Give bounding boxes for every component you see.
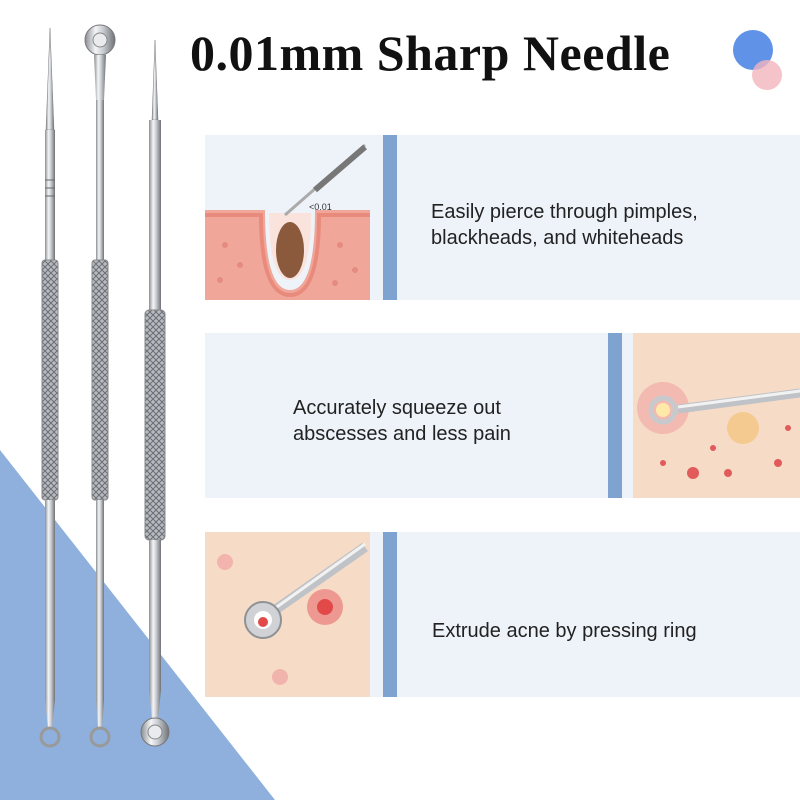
feature-panel-squeeze: Accurately squeeze out abscesses and les… xyxy=(205,333,800,498)
feature-caption-extrude: Extrude acne by pressing ring xyxy=(432,620,697,642)
accent-bar xyxy=(608,333,622,498)
tool-needle xyxy=(39,27,61,748)
decor-dot-pink xyxy=(752,60,782,90)
accent-bar xyxy=(383,532,397,697)
page-title: 0.01mm Sharp Needle xyxy=(190,25,671,81)
tool-loop xyxy=(84,24,116,748)
tip-size-label: <0.01 xyxy=(309,202,332,212)
extractor-tools-image xyxy=(39,24,170,748)
tool-ring xyxy=(140,39,170,747)
ring-tool-skin-illustration xyxy=(205,532,370,697)
skin-cross-section-illustration: <0.01 xyxy=(205,135,370,300)
feature-caption-squeeze: Accurately squeeze out abscesses and les… xyxy=(293,397,511,445)
feature-caption-pierce: Easily pierce through pimples, blackhead… xyxy=(431,201,698,249)
feature-panel-extrude: Extrude acne by pressing ring xyxy=(205,532,800,697)
accent-bar xyxy=(383,135,397,300)
feature-panel-pierce: <0.01 Easily pierce through pimples, bla… xyxy=(205,135,800,300)
loop-tool-skin-illustration xyxy=(633,333,800,498)
